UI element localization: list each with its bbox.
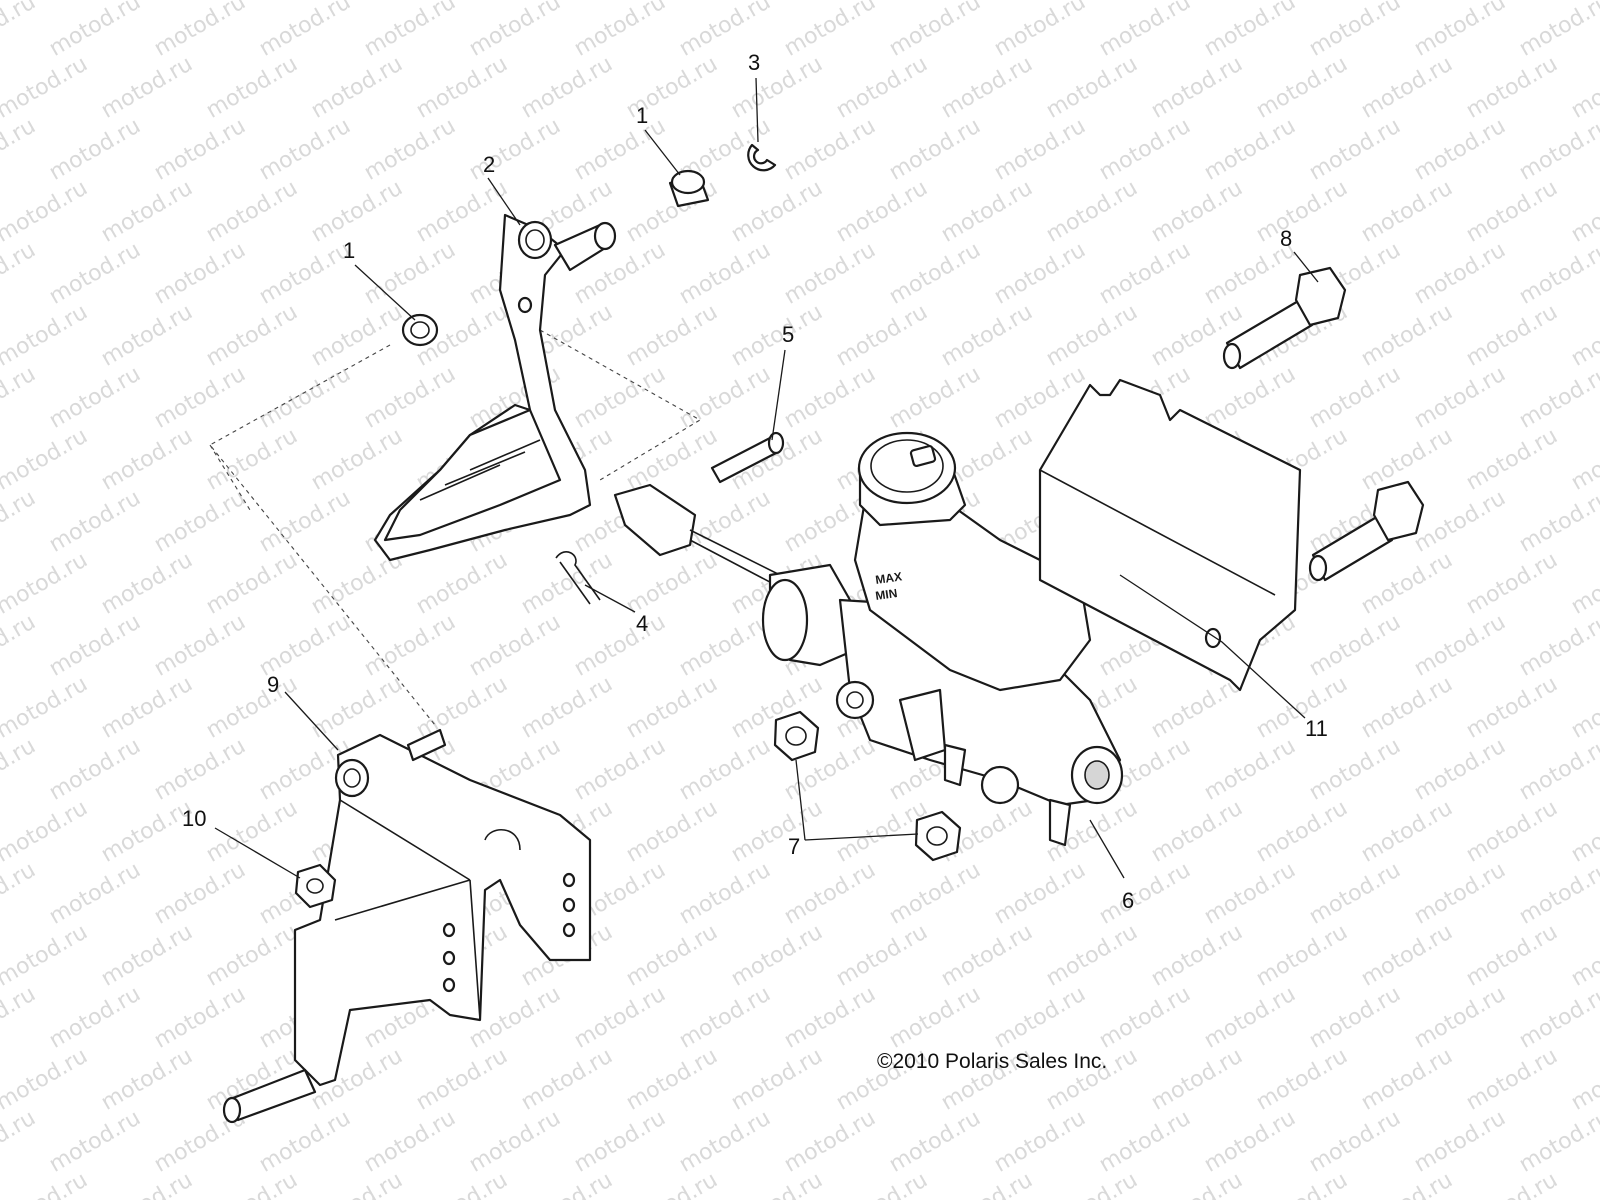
callout-11: 11 [1305,716,1328,741]
clevis-pin-part [710,431,785,484]
bolt-lower-part [1308,480,1425,582]
callout-6: 6 [1122,888,1135,913]
reservoir-min-label: MIN [874,586,898,603]
callout-10: 10 [182,806,207,831]
callout-2: 2 [483,152,496,177]
mounting-plate-part [1038,378,1302,692]
reservoir-max-label: MAX [874,569,902,587]
leader-lines [214,77,1319,879]
bracket-nut-part [294,863,337,909]
pedal-bracket-part [222,728,592,1124]
flange-nut-lower-part [914,810,962,862]
bolt-upper-part [1222,266,1347,370]
bushing-left-part [401,313,439,347]
copyright-notice: ©2010 Polaris Sales Inc. [877,1050,1108,1073]
callout-7: 7 [788,834,801,859]
callout-8: 8 [1280,226,1293,251]
callout-1-left: 1 [343,238,356,263]
e-clip-part [747,143,777,172]
callout-3: 3 [748,50,761,75]
callout-4: 4 [636,611,649,636]
flange-nut-upper-part [773,710,820,762]
master-cylinder-part: MAX MIN [613,431,1124,847]
callout-9: 9 [267,672,280,697]
callout-1-top: 1 [636,103,649,128]
callout-5: 5 [782,322,795,347]
cotter-pin-part [555,551,601,605]
bushing-top-part [668,169,710,208]
brake-pedal-part [373,213,617,562]
